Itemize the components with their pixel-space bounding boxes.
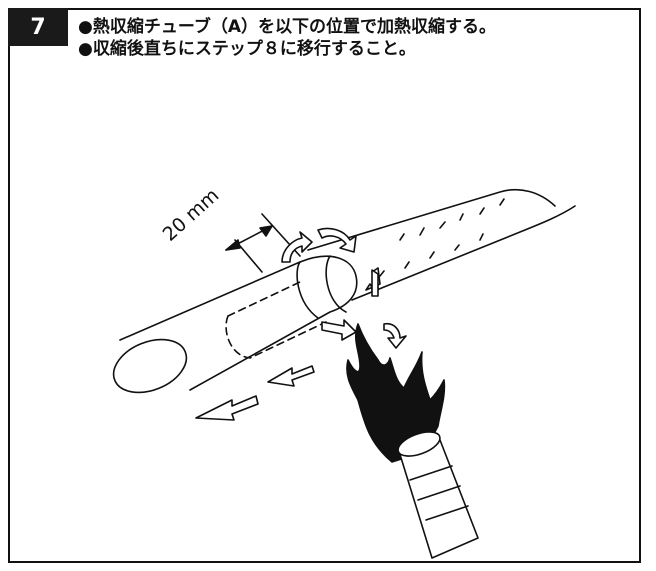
instruction-line-1: ●熱収縮チューブ（A）を以下の位置で加熱収縮する。 [78,17,496,37]
slide-arrow-icon [195,365,315,421]
step-number-badge: 7 [8,8,68,46]
instruction-line-2: ●収縮後直ちにステップ８に移行すること。 [78,39,416,59]
heat-shrink-tube [112,255,358,394]
torch-icon [397,431,479,559]
cable [307,188,576,301]
dimension-label: 20 mm [159,184,224,245]
flame-icon [346,323,446,463]
instruction-text: ●熱収縮チューブ（A）を以下の位置で加熱収縮する。 ●収縮後直ちにステップ８に移… [78,16,638,60]
step-number: 7 [30,14,46,40]
dimension-marker [225,213,301,273]
rotation-arrow-icon [281,227,407,349]
step-panel [8,8,641,563]
